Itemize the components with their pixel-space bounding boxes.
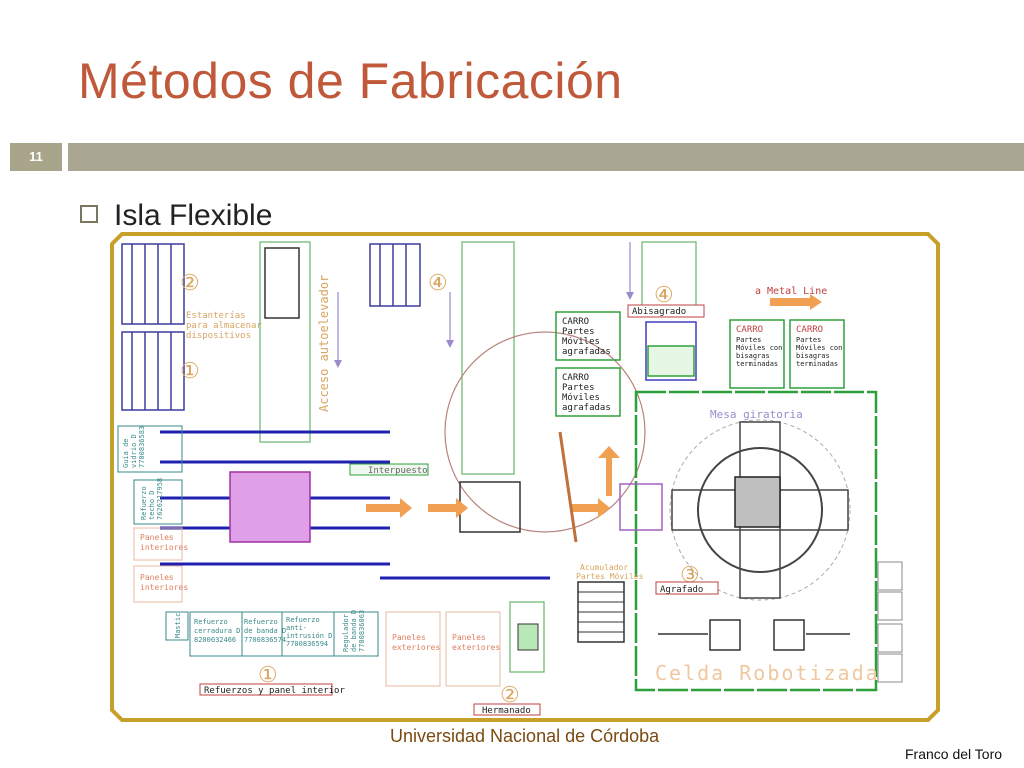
svg-text:Paneles: Paneles xyxy=(140,533,174,542)
rotary-table xyxy=(669,419,851,601)
footer-author: Franco del Toro xyxy=(905,746,1003,762)
robot-icon xyxy=(734,476,781,528)
bullet-text: Isla Flexible xyxy=(114,199,273,232)
svg-text:interiores: interiores xyxy=(140,583,188,592)
slide-title: Métodos de Fabricación xyxy=(78,53,623,109)
welding-jig xyxy=(229,471,311,543)
svg-text:techo D: techo D xyxy=(148,490,156,520)
svg-text:intrusión D: intrusión D xyxy=(286,632,332,640)
svg-text:Regulador: Regulador xyxy=(342,614,350,652)
paneles-interiores-boxes: Paneles interiores Paneles interiores xyxy=(133,527,188,603)
page-strip xyxy=(68,143,1024,171)
svg-text:7700836063: 7700836063 xyxy=(358,610,366,652)
paneles-exteriores-boxes: Paneles exteriores Paneles exteriores xyxy=(385,611,501,687)
svg-text:terminadas: terminadas xyxy=(736,360,778,368)
page-bar: 11 xyxy=(0,143,1024,171)
carro-2: CARRO Partes Móviles agrafadas xyxy=(555,367,621,417)
svg-text:Móviles: Móviles xyxy=(562,392,600,403)
svg-text:CARRO: CARRO xyxy=(562,373,589,383)
label-estanterias-1: Estanterías xyxy=(186,311,246,321)
bullet-square-icon xyxy=(80,205,98,224)
svg-text:Partes: Partes xyxy=(562,327,595,337)
svg-text:Partes: Partes xyxy=(562,383,595,393)
svg-text:CARRO: CARRO xyxy=(736,325,763,335)
carro-4: CARRO Partes Móviles con bisagras termin… xyxy=(789,319,845,389)
svg-text:exteriores: exteriores xyxy=(392,643,440,652)
svg-text:bisagras: bisagras xyxy=(736,352,770,360)
svg-text:7700836574: 7700836574 xyxy=(244,636,286,644)
svg-text:8200032466: 8200032466 xyxy=(194,636,236,644)
zone-number-4b: ④ xyxy=(654,283,674,308)
svg-text:CARRO: CARRO xyxy=(562,317,589,327)
svg-text:vidrio D: vidrio D xyxy=(130,434,138,468)
forklift-icon xyxy=(264,247,300,319)
zone-number-2b: ② xyxy=(500,683,520,708)
svg-text:7700836583: 7700836583 xyxy=(138,426,146,468)
label-estanterias-2: para almacenar xyxy=(186,321,262,331)
svg-text:Refuerzo: Refuerzo xyxy=(194,618,228,626)
svg-text:Refuerzo: Refuerzo xyxy=(286,616,320,624)
svg-text:7700836594: 7700836594 xyxy=(286,640,328,648)
svg-text:de banda D: de banda D xyxy=(244,627,286,635)
label-agrafado: Agrafado xyxy=(660,585,703,595)
robot-cell-fence xyxy=(634,390,878,692)
svg-text:exteriores: exteriores xyxy=(452,643,500,652)
page-number: 11 xyxy=(10,143,62,171)
svg-text:Móviles: Móviles xyxy=(562,336,600,347)
bullet-item: Isla Flexible xyxy=(80,199,272,233)
svg-text:Partes: Partes xyxy=(736,336,761,344)
svg-text:Mastic: Mastic xyxy=(174,613,182,638)
svg-text:agrafadas: agrafadas xyxy=(562,403,611,413)
robot-reach-circle xyxy=(444,331,646,533)
label-acumulador-1: Acumulador xyxy=(580,563,628,572)
zone-number-1: ① xyxy=(180,359,200,384)
svg-text:Móviles con: Móviles con xyxy=(796,344,842,352)
hinge-station xyxy=(647,345,695,377)
label-estanterias-3: dispositivos xyxy=(186,331,251,341)
carro-1: CARRO Partes Móviles agrafadas xyxy=(555,311,621,361)
storage-shelves xyxy=(121,243,185,411)
svg-text:Partes: Partes xyxy=(796,336,821,344)
svg-text:Refuerzo: Refuerzo xyxy=(244,618,278,626)
svg-text:cerradura D: cerradura D xyxy=(194,627,240,635)
forklift-lane xyxy=(259,241,311,443)
svg-text:Guía de: Guía de xyxy=(122,438,130,468)
footer-university: Universidad Nacional de Córdoba xyxy=(390,726,660,746)
flexible-island-layout-diagram: Estanterías para almacenar dispositivos … xyxy=(110,232,940,722)
zone-number-1b: ① xyxy=(258,663,278,688)
label-interpuesto: Interpuesto xyxy=(368,466,428,476)
label-mesa: Mesa giratoria xyxy=(710,408,803,421)
zone-number-4a: ④ xyxy=(428,271,448,296)
agrafado-robots xyxy=(658,619,850,651)
svg-text:anti-: anti- xyxy=(286,624,307,632)
bottom-parts-boxes xyxy=(165,611,379,657)
svg-text:CARRO: CARRO xyxy=(796,325,823,335)
parts-boxes xyxy=(117,425,183,525)
layout-frame xyxy=(110,232,940,722)
label-celda: Celda Robotizada xyxy=(655,661,880,685)
label-acumulador-2: Partes Móviles xyxy=(576,571,644,581)
label-acceso: Acceso autoelevador xyxy=(317,275,331,412)
carro-3: CARRO Partes Móviles con bisagras termin… xyxy=(729,319,785,389)
storage-shelves-2 xyxy=(369,243,421,307)
svg-text:Paneles: Paneles xyxy=(452,633,486,642)
label-refuerzos: Refuerzos y panel interior xyxy=(204,686,345,696)
svg-text:Móviles con: Móviles con xyxy=(736,344,782,352)
svg-text:7626217958: 7626217958 xyxy=(156,478,164,520)
svg-text:bisagras: bisagras xyxy=(796,352,830,360)
svg-text:Paneles: Paneles xyxy=(392,633,426,642)
svg-text:Paneles: Paneles xyxy=(140,573,174,582)
label-metal-line: a Metal Line xyxy=(755,286,827,297)
label-hermanado: Hermanado xyxy=(482,706,531,716)
svg-text:de banda D: de banda D xyxy=(350,610,358,652)
svg-text:interiores: interiores xyxy=(140,543,188,552)
svg-text:terminadas: terminadas xyxy=(796,360,838,368)
svg-text:Refuerzo: Refuerzo xyxy=(140,486,148,520)
label-abisagrado: Abisagrado xyxy=(632,307,686,317)
zone-number-2: ② xyxy=(180,271,200,296)
flow-arrows xyxy=(366,446,620,518)
electric-cabinets xyxy=(877,561,903,683)
svg-text:agrafadas: agrafadas xyxy=(562,347,611,357)
